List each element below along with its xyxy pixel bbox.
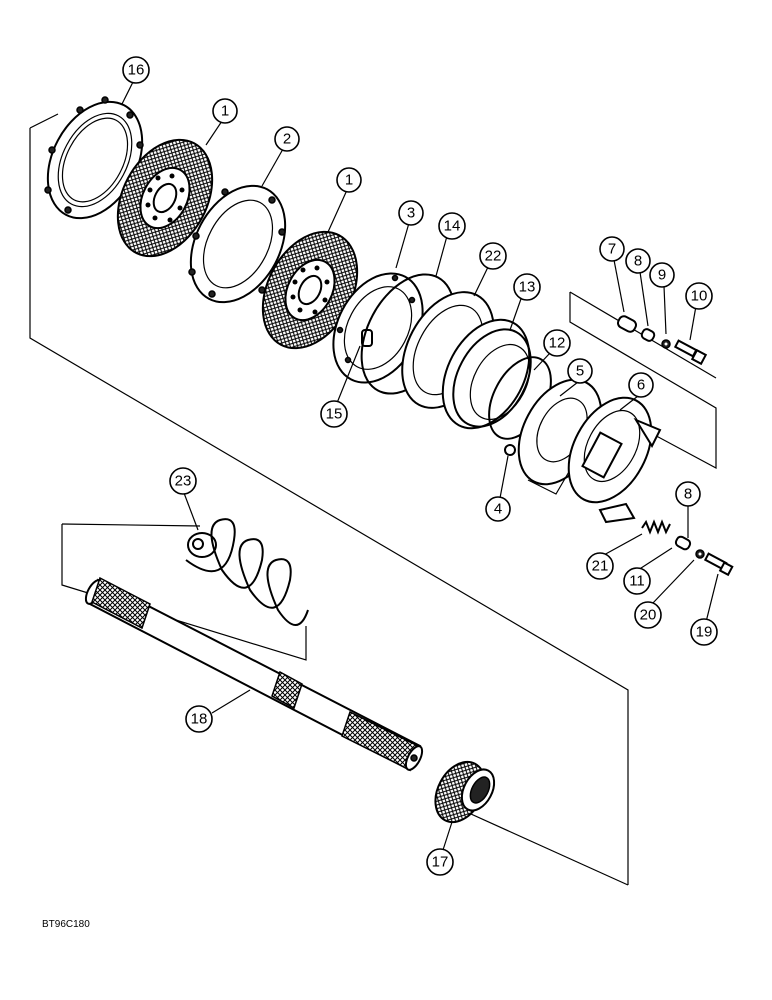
callout-16: 16 xyxy=(122,56,150,84)
callout-17: 17 xyxy=(426,848,454,876)
callout-6: 6 xyxy=(628,372,654,398)
callout-2: 2 xyxy=(274,126,300,152)
svg-text:19: 19 xyxy=(696,624,713,641)
svg-text:14: 14 xyxy=(444,218,461,235)
svg-text:1: 1 xyxy=(345,172,353,189)
friction-disc-1a xyxy=(116,138,214,258)
svg-text:16: 16 xyxy=(128,62,145,79)
svg-text:2: 2 xyxy=(283,131,291,148)
bolt-10 xyxy=(673,339,708,366)
friction-disc-1b xyxy=(261,230,359,350)
svg-text:17: 17 xyxy=(432,854,449,871)
leader-lines xyxy=(121,79,719,851)
shaft-18 xyxy=(84,576,424,772)
svg-text:8: 8 xyxy=(684,486,692,503)
spiral-spring-23 xyxy=(185,518,309,626)
svg-text:22: 22 xyxy=(485,248,502,265)
svg-text:23: 23 xyxy=(175,473,192,490)
drawing-code: BT96C180 xyxy=(42,919,90,930)
callout-9: 9 xyxy=(649,262,675,288)
steel-separator-plate-16 xyxy=(44,96,144,220)
callout-23: 23 xyxy=(169,467,197,495)
callout-18: 18 xyxy=(185,705,213,733)
valve-spacer-8a xyxy=(640,328,656,342)
callout-15: 15 xyxy=(320,400,348,428)
callout-1a: 1 xyxy=(212,98,238,124)
svg-text:8: 8 xyxy=(634,253,642,270)
svg-text:4: 4 xyxy=(494,501,502,518)
svg-text:7: 7 xyxy=(608,241,616,258)
callout-13: 13 xyxy=(513,273,541,301)
svg-text:11: 11 xyxy=(629,573,645,590)
svg-text:9: 9 xyxy=(658,267,666,284)
svg-text:10: 10 xyxy=(691,288,708,305)
svg-text:18: 18 xyxy=(191,711,208,728)
callout-14: 14 xyxy=(438,212,466,240)
bolt-19 xyxy=(703,552,734,577)
callouts: 16 1 2 1 3 14 22 13 12 7 8 9 10 5 6 15 4… xyxy=(122,56,718,876)
svg-text:1: 1 xyxy=(221,103,229,120)
callout-3: 3 xyxy=(398,200,424,226)
callout-10: 10 xyxy=(685,282,713,310)
callout-8a: 8 xyxy=(625,248,651,274)
svg-text:3: 3 xyxy=(407,205,415,222)
svg-text:15: 15 xyxy=(326,406,343,423)
spacer-11 xyxy=(674,535,692,551)
piston-13 xyxy=(441,318,532,430)
callout-12: 12 xyxy=(543,329,571,357)
callout-8b: 8 xyxy=(675,481,701,507)
svg-text:12: 12 xyxy=(549,335,566,352)
svg-text:6: 6 xyxy=(637,377,645,394)
carrier-bracket-6 xyxy=(567,396,662,524)
svg-text:21: 21 xyxy=(592,558,609,575)
gear-17 xyxy=(434,760,496,824)
callout-19: 19 xyxy=(690,618,718,646)
callout-4: 4 xyxy=(485,496,511,522)
valve-spool-7 xyxy=(616,315,638,333)
callout-1b: 1 xyxy=(336,167,362,193)
washer-9 xyxy=(661,339,671,349)
steel-separator-plate-2 xyxy=(188,184,287,304)
washer-20 xyxy=(695,549,705,559)
callout-20: 20 xyxy=(634,601,662,629)
svg-text:5: 5 xyxy=(576,363,584,380)
callout-21: 21 xyxy=(586,552,614,580)
callout-5: 5 xyxy=(567,358,593,384)
callout-22: 22 xyxy=(479,242,507,270)
callout-7: 7 xyxy=(599,236,625,262)
check-ball-4 xyxy=(504,444,516,456)
callout-11: 11 xyxy=(623,567,651,595)
svg-text:13: 13 xyxy=(519,279,536,296)
spring-21 xyxy=(641,519,671,535)
svg-text:20: 20 xyxy=(640,607,657,624)
